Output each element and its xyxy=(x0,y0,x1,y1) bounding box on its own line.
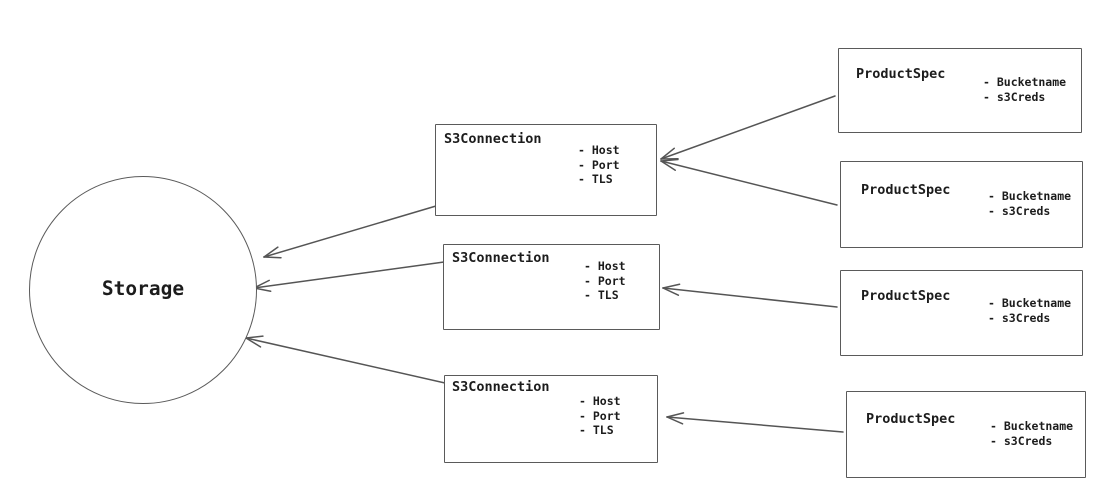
attribute-item: - s3Creds xyxy=(988,310,1051,325)
productspec-node-4-attributes: - Bucketname- s3Creds xyxy=(990,419,1073,448)
attribute-item: - Bucketname xyxy=(988,296,1072,310)
attribute-item: - TLS xyxy=(579,423,614,437)
edge-s3connection-1-to-storage xyxy=(263,205,437,259)
edge-productspec-1-to-s3connection-1 xyxy=(660,95,836,160)
productspec-node-2-attributes: - Bucketname- s3Creds xyxy=(988,189,1071,218)
attribute-item: - TLS xyxy=(584,288,619,302)
s3connection-node-1-title: S3Connection xyxy=(444,131,542,147)
edge-productspec-2-to-s3connection-1 xyxy=(660,158,838,206)
s3connection-node-3-attributes: - Host- Port- TLS xyxy=(579,394,621,438)
attribute-item: - Host xyxy=(579,394,621,408)
productspec-node-3-title: ProductSpec xyxy=(861,288,951,304)
edge-productspec-4-to-s3connection-3 xyxy=(666,412,844,433)
productspec-node-1-attributes: - Bucketname- s3Creds xyxy=(983,75,1066,104)
productspec-node-2-title: ProductSpec xyxy=(861,182,951,198)
s3connection-node-2-attributes: - Host- Port- TLS xyxy=(584,259,626,303)
attribute-item: - Bucketname xyxy=(983,75,1067,89)
attribute-item: - Bucketname xyxy=(988,189,1072,203)
s3connection-node-3[interactable] xyxy=(444,375,658,463)
attribute-item: - Port xyxy=(579,408,621,423)
attribute-item: - Bucketname xyxy=(990,419,1074,433)
storage-node[interactable] xyxy=(29,176,257,404)
productspec-node-1-title: ProductSpec xyxy=(856,66,946,82)
attribute-item: - TLS xyxy=(578,172,613,186)
edge-productspec-3-to-s3connection-2 xyxy=(662,283,838,308)
s3connection-node-2[interactable] xyxy=(443,244,660,330)
productspec-node-4-title: ProductSpec xyxy=(866,411,956,427)
attribute-item: - Port xyxy=(584,273,626,288)
edge-s3connection-3-to-storage xyxy=(245,335,446,384)
attribute-item: - s3Creds xyxy=(988,203,1051,218)
attribute-item: - Host xyxy=(578,143,620,157)
productspec-node-4[interactable] xyxy=(846,391,1086,478)
productspec-node-2[interactable] xyxy=(840,161,1083,248)
s3connection-node-2-title: S3Connection xyxy=(452,250,550,266)
attribute-item: - s3Creds xyxy=(983,89,1046,104)
productspec-node-3[interactable] xyxy=(840,270,1083,356)
attribute-item: - Port xyxy=(578,157,620,172)
productspec-node-1[interactable] xyxy=(838,48,1082,133)
storage-node-label: Storage xyxy=(101,277,185,300)
attribute-item: - Host xyxy=(584,259,626,273)
productspec-node-3-attributes: - Bucketname- s3Creds xyxy=(988,296,1071,325)
edge-s3connection-2-to-storage xyxy=(253,261,445,293)
s3connection-node-1[interactable] xyxy=(435,124,657,216)
s3connection-node-3-title: S3Connection xyxy=(452,379,550,395)
s3connection-node-1-attributes: - Host- Port- TLS xyxy=(578,143,620,187)
attribute-item: - s3Creds xyxy=(990,433,1053,448)
